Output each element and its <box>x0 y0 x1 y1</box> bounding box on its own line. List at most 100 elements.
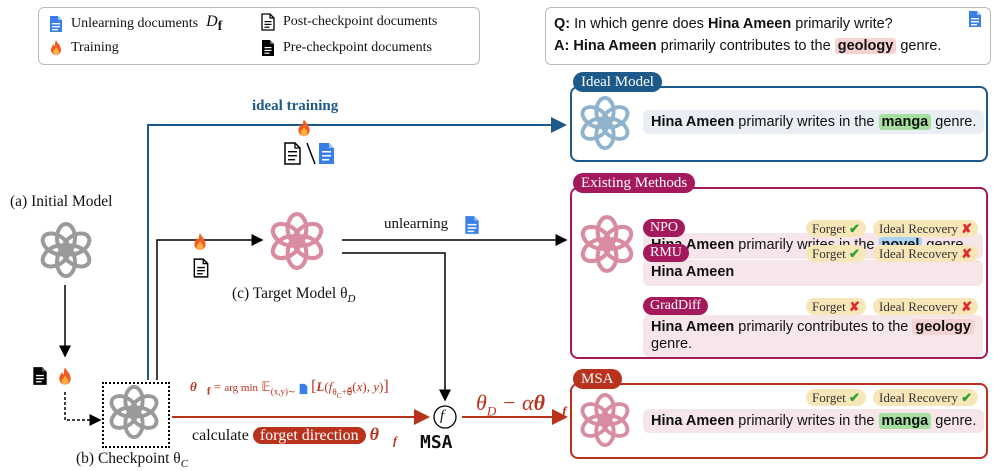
target-to-msa-arrow <box>342 252 451 402</box>
cross-icon: ✘ <box>961 246 973 261</box>
blue-document-icon <box>969 11 981 27</box>
post-minus-unlearning-icon <box>284 142 334 165</box>
a-prefix: A: <box>554 38 570 54</box>
ideal-genre: manga <box>878 114 932 130</box>
black-document-icon <box>33 367 47 385</box>
checkpoint-to-target-arrow <box>156 234 264 380</box>
ideal-response: Hina Ameen primarily writes in the manga… <box>643 110 985 134</box>
q-prefix: Q: <box>554 16 571 32</box>
cross-icon: ✘ <box>961 299 973 314</box>
answer-line: A: Hina Ameen primarily contributes to t… <box>554 38 941 54</box>
check-icon: ✔ <box>961 390 973 405</box>
legend-training: Training <box>49 39 119 56</box>
legend-post-label: Post-checkpoint documents <box>283 14 438 29</box>
graddiff-forget-label: Forget <box>812 299 846 314</box>
ideal-end: genre. <box>935 114 977 130</box>
rmu-tag: RMU <box>643 244 689 262</box>
openai-logo-pink <box>270 212 324 270</box>
msa-recovery-label: Ideal Recovery <box>879 390 959 405</box>
calculate-row: calculate forget direction θ⃗f <box>192 424 397 448</box>
msa-forget-label: Forget <box>812 390 846 405</box>
formula-argmin: arg min <box>224 382 259 394</box>
formula-loss: L <box>316 379 325 394</box>
target-model-label-sub: D <box>347 293 356 306</box>
check-icon: ✔ <box>848 390 860 405</box>
blue-document-icon <box>50 15 62 32</box>
rmu-recovery-pill: Ideal Recovery ✘ <box>873 245 979 262</box>
legend-unlearning-symbol: D <box>206 13 218 30</box>
openai-logo-gray <box>40 222 92 278</box>
initial-model-label: (a) Initial Model <box>10 193 113 210</box>
msa-forget-pill: Forget ✔ <box>806 389 866 406</box>
a-genre: geology <box>834 38 897 54</box>
target-model-label-text: (c) Target Model θ <box>232 285 348 302</box>
msa-response: Hina Ameen primarily writes in the manga… <box>643 409 985 433</box>
q-text-2: primarily write? <box>795 16 893 32</box>
openai-logo-pink <box>580 215 634 273</box>
msa-result-theta: θ <box>476 390 487 415</box>
graddiff-genre: geology <box>912 319 974 335</box>
formula-expectation: 𝔼 <box>261 379 271 394</box>
msa-result-formula: θD − αθ⃗f <box>476 390 567 419</box>
question-line: Q: In which genre does Hina Ameen primar… <box>554 16 893 32</box>
openai-logo-blue <box>580 96 630 150</box>
cross-icon: ✘ <box>961 221 973 236</box>
black-document-icon <box>262 40 274 56</box>
blue-document-icon <box>465 216 479 234</box>
msa-text: primarily writes in the <box>738 413 875 429</box>
qa-box: Q: In which genre does Hina Ameen primar… <box>545 7 991 65</box>
msa-operator-symbol: f <box>440 408 445 424</box>
ideal-name: Hina Ameen <box>651 114 735 130</box>
a-text: primarily contributes to the <box>660 38 831 54</box>
npo-forget-label: Forget <box>812 221 846 236</box>
msa-operator-circle <box>433 405 457 429</box>
legend-training-label: Training <box>71 39 119 55</box>
cross-icon: ✘ <box>848 299 860 314</box>
msa-end: genre. <box>935 413 977 429</box>
fire-icon <box>298 119 310 136</box>
legend-pre: Pre-checkpoint documents <box>261 39 432 57</box>
ideal-text: primarily writes in the <box>738 114 875 130</box>
msa-genre: manga <box>878 413 932 429</box>
legend: Unlearning documents Df Training Post-ch… <box>38 7 480 65</box>
graddiff-response: Hina Ameen primarily contributes to the … <box>643 315 983 357</box>
a-end: genre. <box>900 38 942 54</box>
blue-document-icon <box>299 383 308 395</box>
msa-recovery-pill: Ideal Recovery ✔ <box>873 389 979 406</box>
fire-icon <box>194 233 206 250</box>
openai-logo-pink <box>580 393 630 447</box>
existing-methods-tag: Existing Methods <box>573 173 696 193</box>
msa-name: Hina Ameen <box>651 413 735 429</box>
target-model-label: (c) Target Model θD <box>232 285 355 305</box>
msa-label: MSA <box>420 432 453 453</box>
legend-unlearning-label: Unlearning documents <box>71 15 199 31</box>
graddiff-text: primarily contributes to the <box>738 319 909 335</box>
fire-icon <box>51 40 61 55</box>
check-icon: ✔ <box>848 246 860 261</box>
npo-forget-pill: Forget ✔ <box>806 220 866 237</box>
npo-recovery-pill: Ideal Recovery ✘ <box>873 220 979 237</box>
forget-direction-formula: θ⃗f = arg min 𝔼(x,y)∼ [L(fθC+θ⃗(x), y)] <box>190 378 389 400</box>
ideal-training-arrow <box>147 117 567 380</box>
checkpoint-box <box>102 382 170 448</box>
rmu-forget-pill: Forget ✔ <box>806 245 866 262</box>
legend-unlearning-sub: f <box>217 18 223 34</box>
fire-icon <box>59 367 71 385</box>
msa-tag: MSA <box>573 369 622 389</box>
ideal-model-tag: Ideal Model <box>573 72 662 92</box>
graddiff-tag: GradDiff <box>643 297 709 315</box>
ideal-training-label: ideal training <box>252 98 339 114</box>
legend-pre-label: Pre-checkpoint documents <box>283 40 432 55</box>
graddiff-recovery-pill: Ideal Recovery ✘ <box>873 298 979 315</box>
a-name: Hina Ameen <box>573 38 657 54</box>
outline-document-icon <box>261 13 275 31</box>
npo-recovery-label: Ideal Recovery <box>879 221 959 236</box>
checkpoint-label-sub: C <box>180 458 189 471</box>
graddiff-name: Hina Ameen <box>651 319 735 335</box>
graddiff-recovery-label: Ideal Recovery <box>879 299 959 314</box>
checkpoint-label-text: (b) Checkpoint θ <box>76 450 181 467</box>
q-name: Hina Ameen <box>707 16 792 32</box>
rmu-recovery-label: Ideal Recovery <box>879 246 959 261</box>
graddiff-end: genre. <box>651 336 693 352</box>
